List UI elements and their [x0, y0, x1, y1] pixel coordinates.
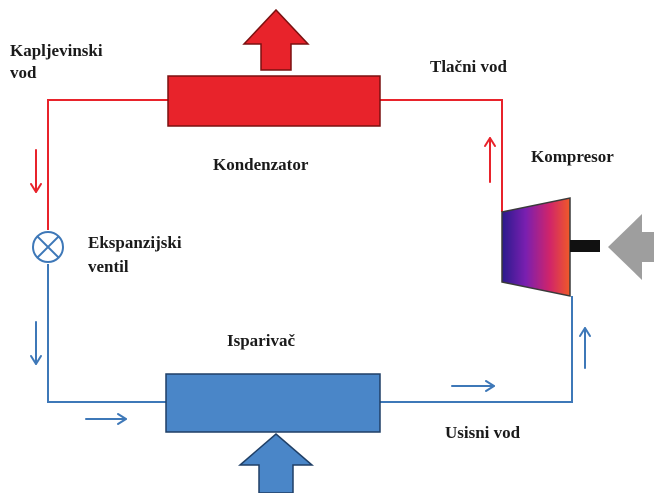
discharge-line [380, 99, 503, 212]
liquid-line [47, 99, 168, 230]
flow-arrow-right-icon [451, 380, 495, 392]
evaporator-label: Isparivač [227, 331, 295, 350]
evaporator-box [165, 373, 381, 433]
discharge-line-label: Tlačni vod [430, 57, 507, 76]
liquid-line-label-line1: Kapljevinski [10, 41, 103, 60]
expansion-valve-label-line2: ventil [88, 257, 129, 276]
work-in-arrow-icon [608, 214, 654, 280]
flow-arrows [30, 137, 591, 425]
flow-arrow-right-icon [85, 413, 127, 425]
hot-piping [47, 99, 503, 230]
flow-arrow-down-icon [30, 149, 42, 193]
heat-out-arrow-icon [242, 8, 310, 71]
condenser-box [167, 75, 381, 127]
flow-arrow-up-icon [484, 137, 496, 183]
condenser-label: Kondenzator [213, 155, 309, 174]
liquid-line-label-line2: vod [10, 63, 37, 82]
expansion-valve-label-line1: Ekspanzijski [88, 233, 182, 252]
cold-piping [47, 264, 573, 403]
compressor-label: Kompresor [531, 147, 614, 166]
flow-arrow-up-icon [579, 327, 591, 369]
evaporator-inlet-line [47, 264, 166, 403]
expansion-valve-icon [32, 231, 64, 263]
suction-line [380, 296, 573, 403]
suction-line-label: Usisni vod [445, 423, 521, 442]
compressor-body [501, 197, 571, 297]
heat-in-arrow-icon [237, 433, 315, 493]
flow-arrow-down-icon [30, 321, 42, 365]
compressor-shaft [570, 240, 600, 252]
